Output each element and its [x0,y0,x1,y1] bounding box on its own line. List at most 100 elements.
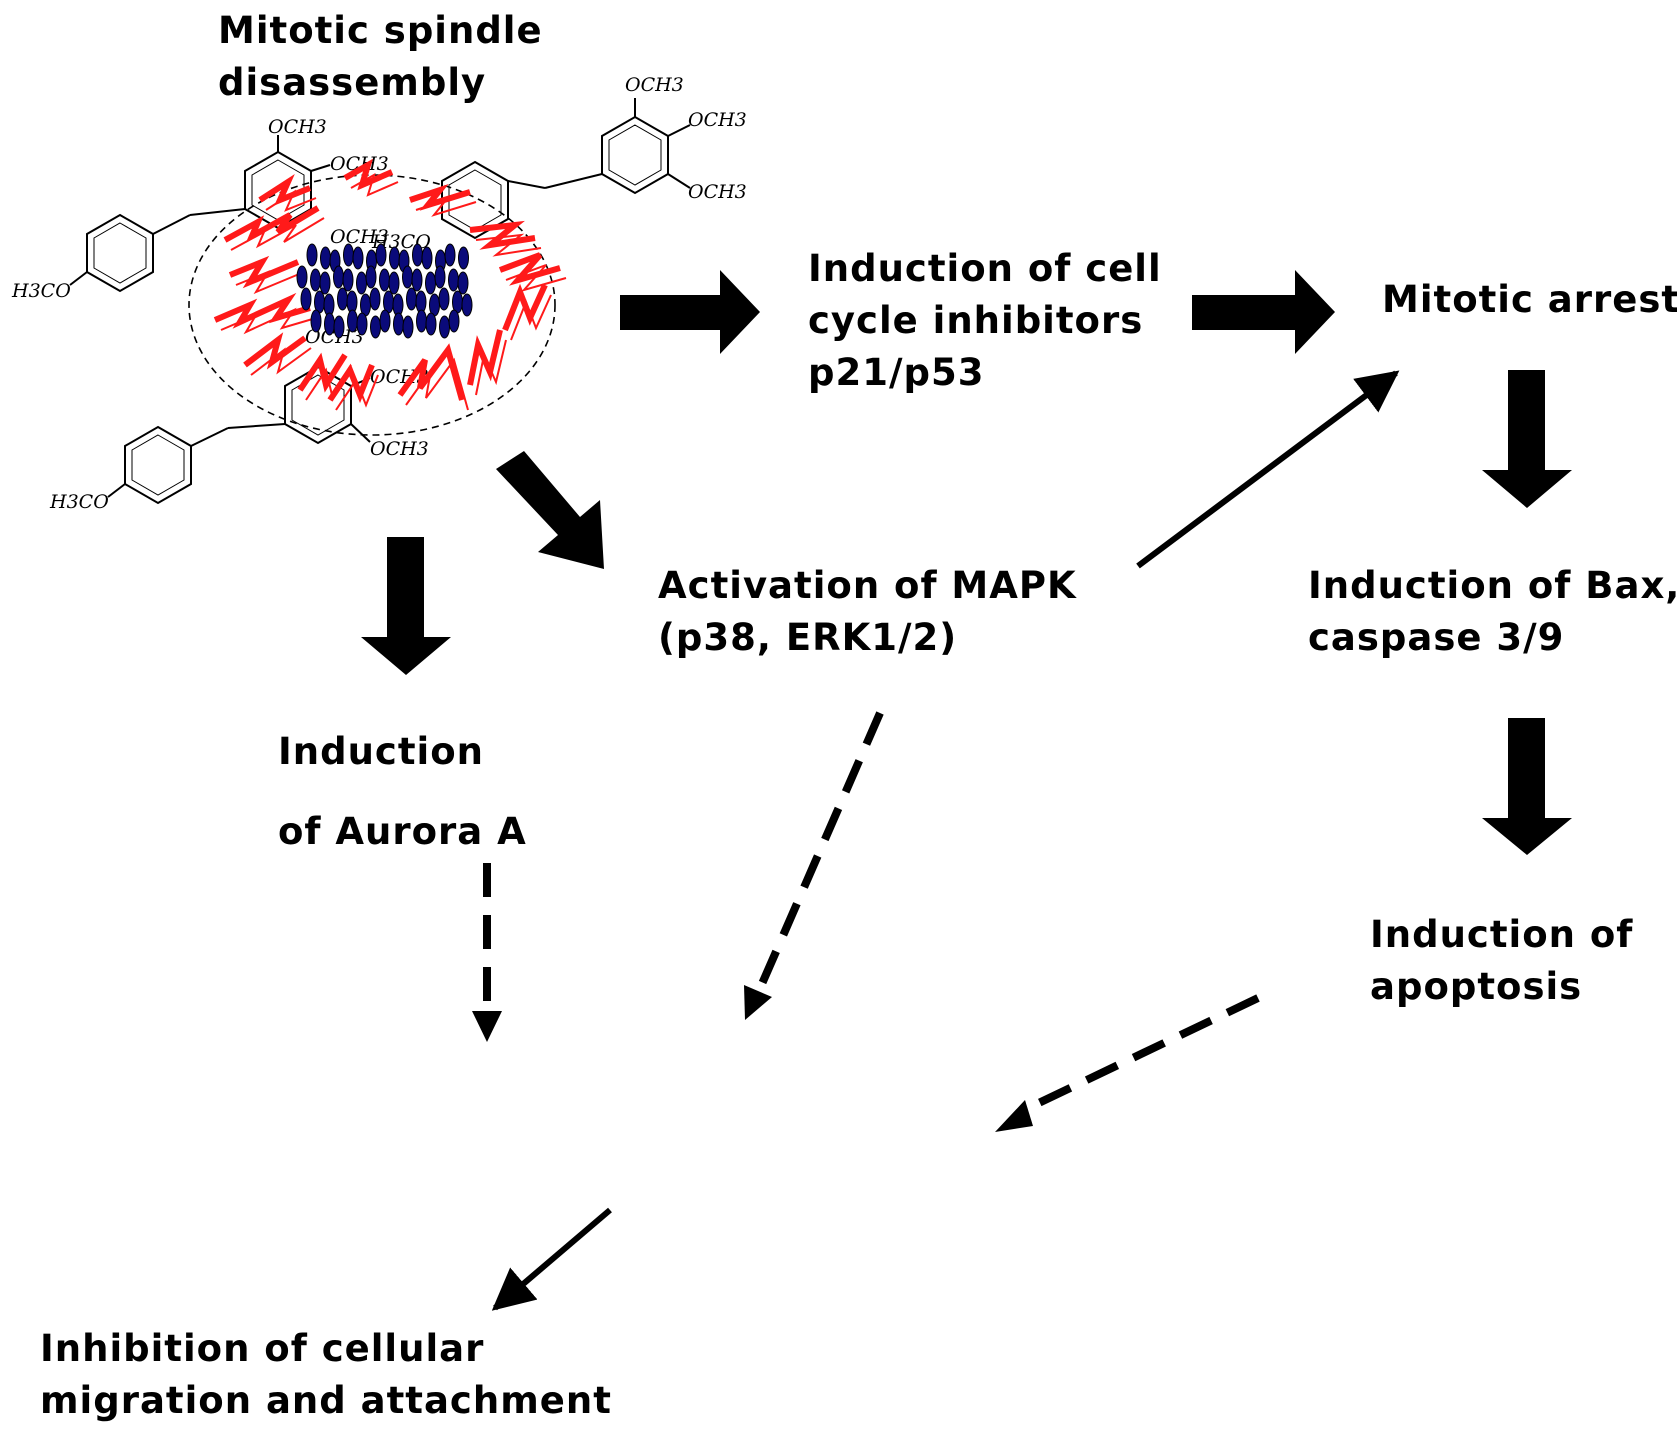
label-bax-caspase: Induction of Bax,caspase 3/9 [1308,564,1677,659]
microtubule-fiber [409,183,471,211]
label-mitotic-arrest: Mitotic arrest [1382,278,1677,321]
arrow-mapk-to-arrest [1136,370,1400,569]
chromosome [421,246,433,270]
chromosome [296,265,308,289]
arrow-to-bax [1482,370,1572,508]
chromosome [342,268,354,292]
chromosome [306,243,318,267]
methoxy-label: OCH3 [268,116,327,138]
chromosome [425,271,436,295]
methoxy-label: OCH3 [625,74,684,96]
methoxy-label: OCH3 [330,226,389,248]
microtubule-fiber [243,332,307,370]
arrow-to-cell-cycle [620,270,760,354]
microtubule-fiber [235,269,305,295]
chromosome [352,246,364,270]
dashed-arrow-apoptosis [1018,994,1260,1116]
chromosome [379,309,391,333]
chromosome [369,287,381,311]
methoxy-label: OCH3 [305,326,364,348]
chromosomes [296,243,473,339]
chromosome [333,315,345,339]
chromosome [434,265,446,289]
methoxy-label: H3CO [11,280,71,302]
chromosome [337,287,348,311]
chromosome [457,271,469,295]
microtubule-fiber [335,374,379,411]
chromosome [448,309,460,333]
chromosome [461,293,473,317]
methoxy-label: H3CO [49,491,109,513]
microtubule-fiber [505,264,567,292]
benzene-ring [601,116,669,194]
microtubule-fiber [397,343,465,401]
benzene-ring [124,426,192,504]
chromosome [319,271,331,295]
chromosome [324,312,335,336]
chromosome [402,265,413,289]
spindle-outline [188,174,556,436]
microtubule-fiber [415,197,477,217]
chromosome [402,315,414,339]
methoxy-label: OCH3 [330,153,389,175]
chromosome [370,315,381,339]
arrowhead [472,1011,502,1042]
chromosome [356,271,367,295]
arrow-to-mapk [496,451,604,569]
microtubule-fiber [213,292,311,329]
microtubule-fiber [475,339,507,396]
microtubule-fiber [343,158,394,191]
resveratrol-analog-structure: OCH3 OCH3 OCH3 H3CO H3CO OCH3 OCH3 OCH3 … [11,74,747,513]
label-mapk-activation: Activation of MAPK(p38, ERK1/2) [658,564,1077,659]
methoxy-label: OCH3 [688,109,747,131]
chromosome [389,246,400,270]
chromosome [448,268,459,292]
chromosome [310,309,322,333]
chromosome [444,243,456,267]
microtubule-fiber [250,347,312,376]
chromosome [425,312,437,336]
chromosome [406,287,417,311]
chromosome [347,309,358,333]
chromosome [343,243,354,267]
chromosome [320,246,331,270]
microtubule-fiber [510,294,552,341]
arrow-to-mitotic-arrest [1192,270,1335,354]
chromosome [356,312,368,336]
microtubule-fiber [297,352,348,393]
microtubule-fiber [220,307,317,335]
chromosome [411,268,423,292]
chromosome [388,271,400,295]
chromosome [300,287,312,311]
arrow-to-apoptosis [1482,718,1572,855]
arrow-to-aurora [361,537,451,675]
chromosome [310,268,321,292]
chromosome [412,243,423,267]
methoxy-label: OCH3 [688,181,747,203]
chromosome [438,287,450,311]
arrowhead [995,1100,1033,1132]
microtubule-fiber [230,217,325,251]
chromosome [375,243,387,267]
microtubule-fiber [223,205,320,243]
microtubule-fiber [258,174,312,206]
chromosome [439,315,450,339]
microtubule-fiber [265,189,317,212]
chromosome [333,265,344,289]
chromosome [416,309,427,333]
chromosome [393,312,404,336]
chromosome [379,268,390,292]
microtubule-fiber [405,357,469,411]
microtubule-fiber [228,255,300,289]
dashed-arrow-mapk [754,711,884,995]
chromosome [458,246,469,270]
arrow-to-migration [491,1207,612,1311]
microtubule-fiber [475,233,542,257]
